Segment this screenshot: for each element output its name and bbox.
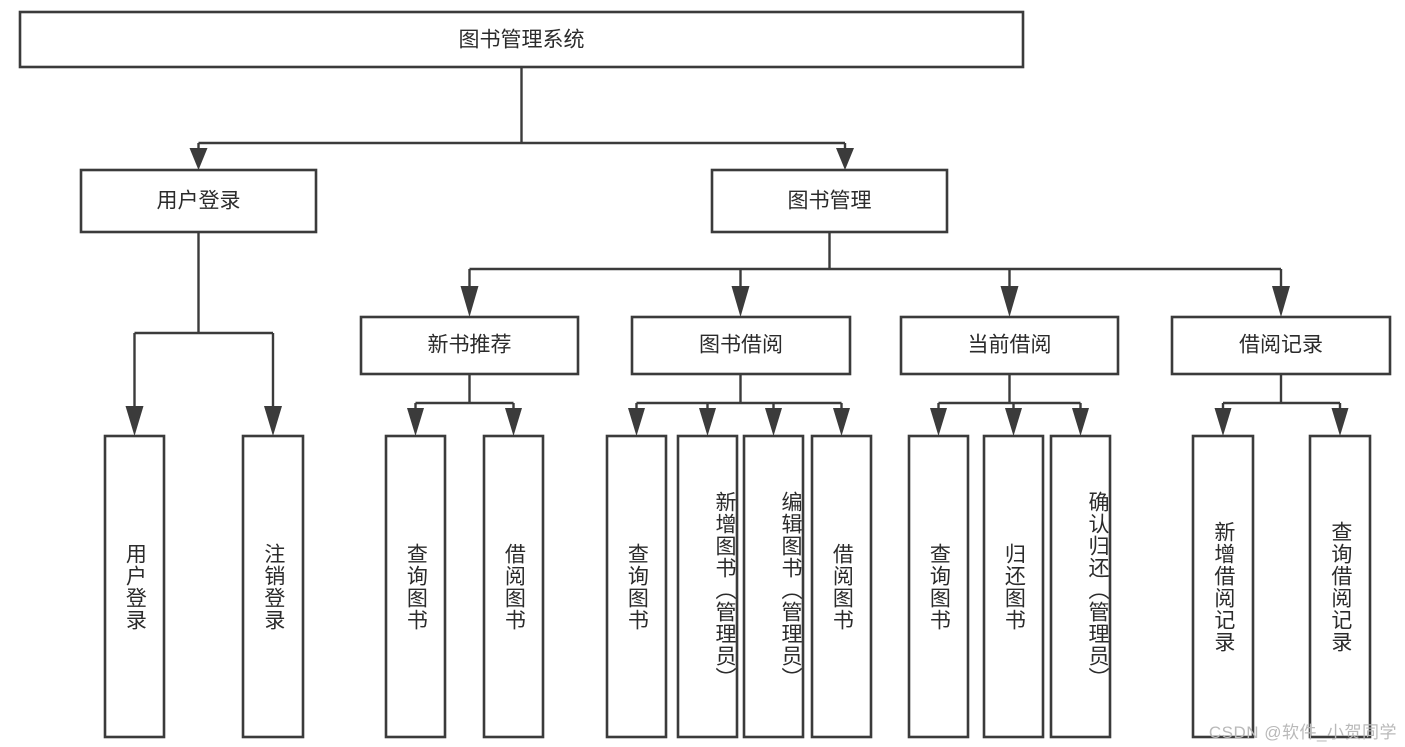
node-book-borrow-box[interactable] bbox=[630, 315, 852, 376]
node-borrow-record[interactable]: 借阅记录 bbox=[1170, 315, 1392, 376]
leaf-box-query-book-current[interactable] bbox=[907, 434, 970, 739]
node-book-borrow-label: 图书借阅 bbox=[699, 334, 783, 357]
node-root[interactable]: 图书管理系统 bbox=[18, 10, 1025, 69]
node-book-manage[interactable]: 图书管理 bbox=[710, 168, 949, 234]
connector-group-root-to-level2 bbox=[189, 67, 854, 170]
node-root-box[interactable] bbox=[18, 10, 1025, 69]
arrowhead-leaf-borrow-book-borrow bbox=[833, 408, 850, 436]
leaf-box-add-book-admin[interactable] bbox=[676, 434, 739, 739]
leaf-box-query-book-borrow[interactable] bbox=[605, 434, 668, 739]
arrowhead-leaf-logout-login bbox=[264, 406, 282, 436]
leaf-box-user-login[interactable] bbox=[103, 434, 166, 739]
arrowhead-current-borrow bbox=[1000, 286, 1019, 317]
connector-group-new-book-rec-to-leaves bbox=[407, 374, 522, 436]
arrowhead-borrow-record bbox=[1272, 286, 1290, 317]
arrowhead-leaf-query-book-borrow bbox=[628, 408, 645, 436]
connector-group-book-borrow-to-leaves bbox=[628, 374, 850, 436]
leaf-box-query-book-rec[interactable] bbox=[384, 434, 447, 739]
node-borrow-record-label: 借阅记录 bbox=[1239, 334, 1323, 357]
node-current-borrow-label: 当前借阅 bbox=[968, 334, 1052, 357]
node-new-book-recommend[interactable]: 新书推荐 bbox=[359, 315, 580, 376]
node-current-borrow[interactable]: 当前借阅 bbox=[899, 315, 1120, 376]
node-user-login-box[interactable] bbox=[79, 168, 318, 234]
node-user-login[interactable]: 用户登录 bbox=[79, 168, 318, 234]
connector-group-borrow-record-to-leaves bbox=[1214, 374, 1349, 436]
arrowhead-leaf-borrow-book-rec bbox=[505, 408, 522, 436]
arrowhead-book-borrow bbox=[731, 286, 750, 317]
leaf-box-add-borrow-record[interactable] bbox=[1191, 434, 1255, 739]
arrowhead-leaf-user-login bbox=[125, 406, 144, 436]
leaf-box-confirm-return-admin[interactable] bbox=[1049, 434, 1112, 739]
arrowhead-leaf-query-book-current bbox=[930, 408, 947, 436]
node-borrow-record-box[interactable] bbox=[1170, 315, 1392, 376]
leaf-box-return-book[interactable] bbox=[982, 434, 1045, 739]
arrowhead-leaf-edit-book-admin bbox=[765, 408, 782, 436]
node-user-login-label: 用户登录 bbox=[157, 190, 241, 213]
leaf-box-borrow-book-rec[interactable] bbox=[482, 434, 545, 739]
arrowhead-leaf-query-book-rec bbox=[407, 408, 424, 436]
node-new-book-recommend-box[interactable] bbox=[359, 315, 580, 376]
leaf-box-query-borrow-record[interactable] bbox=[1308, 434, 1372, 739]
arrowhead-leaf-confirm-return-admin bbox=[1072, 408, 1089, 436]
node-current-borrow-box[interactable] bbox=[899, 315, 1120, 376]
leaf-box-logout-login[interactable] bbox=[241, 434, 305, 739]
node-new-book-recommend-label: 新书推荐 bbox=[428, 334, 512, 357]
arrowhead-book-manage bbox=[836, 148, 854, 170]
leaf-box-group bbox=[103, 434, 1372, 739]
arrowhead-leaf-add-borrow-record bbox=[1214, 408, 1232, 436]
leaf-box-borrow-book-borrow[interactable] bbox=[810, 434, 873, 739]
arrowhead-user-login bbox=[189, 148, 208, 170]
node-book-manage-box[interactable] bbox=[710, 168, 949, 234]
connector-group-user-login-to-leaves bbox=[125, 232, 282, 436]
connector-group-book-manage-to-level3 bbox=[460, 232, 1290, 317]
node-book-manage-label: 图书管理 bbox=[788, 190, 872, 213]
arrowhead-leaf-add-book-admin bbox=[699, 408, 716, 436]
node-root-label: 图书管理系统 bbox=[459, 29, 585, 52]
leaf-box-edit-book-admin[interactable] bbox=[742, 434, 805, 739]
csdn-watermark: CSDN @软件_小贺同学 bbox=[1208, 723, 1397, 742]
arrowhead-leaf-query-borrow-record bbox=[1331, 408, 1349, 436]
node-book-borrow[interactable]: 图书借阅 bbox=[630, 315, 852, 376]
arrowhead-leaf-return-book bbox=[1005, 408, 1022, 436]
connector-group-current-borrow-to-leaves bbox=[930, 374, 1089, 436]
arrowhead-new-book-rec bbox=[460, 286, 479, 317]
